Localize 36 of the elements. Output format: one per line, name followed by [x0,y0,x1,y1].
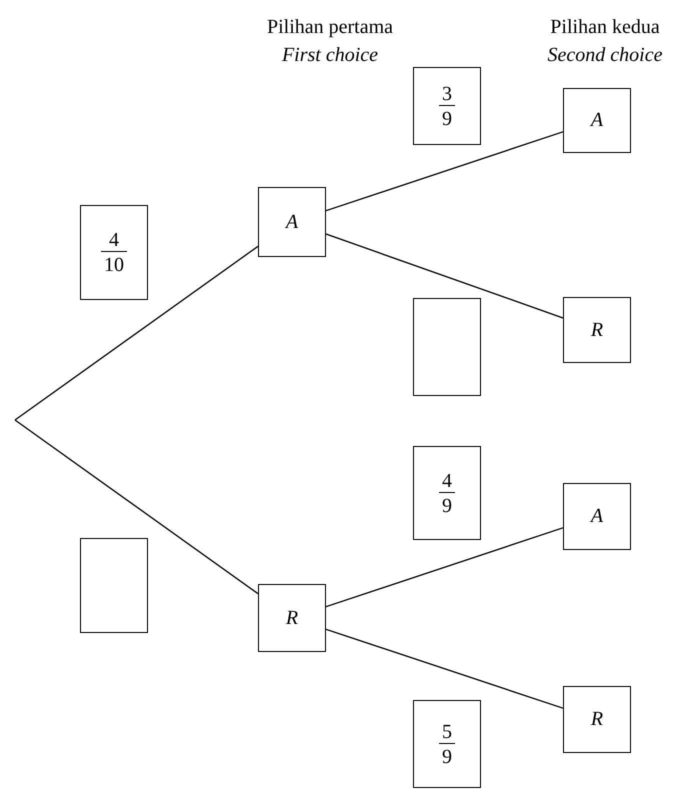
outcome-letter: A [590,505,604,528]
blank-answer-box [80,538,148,633]
denominator: 9 [439,492,455,516]
branch-line [326,131,564,212]
outcome-letter: R [590,708,604,731]
branch-line [326,628,564,709]
numerator: 4 [441,470,453,492]
branch-line [326,233,564,319]
outcome-letter: R [286,606,298,630]
denominator: 9 [439,742,455,768]
outcome-box [258,187,326,257]
outcome-box [563,297,631,363]
probability-box [413,446,481,540]
branch-line [326,527,564,608]
branch-line [14,246,258,421]
branch-line [14,419,258,594]
outcome-box [563,686,631,753]
numerator: 5 [441,720,453,742]
outcome-letter: A [286,210,298,234]
probability-box [413,67,481,145]
probability-box [413,700,481,788]
numerator: 4 [108,229,120,251]
numerator: 3 [441,82,453,104]
column-heading: Pilihan pertama [266,16,394,39]
denominator: 10 [101,251,127,276]
denominator: 9 [439,104,455,130]
outcome-box [258,584,326,652]
outcome-letter: R [590,318,604,342]
column-heading: Pilihan kedua [550,16,660,39]
outcome-letter: A [590,109,604,132]
column-heading-translation: First choice [282,44,378,67]
outcome-box [563,483,631,550]
blank-answer-box [413,298,481,396]
probability-box [80,205,148,300]
column-heading-translation: Second choice [548,44,662,67]
outcome-box [563,88,631,153]
